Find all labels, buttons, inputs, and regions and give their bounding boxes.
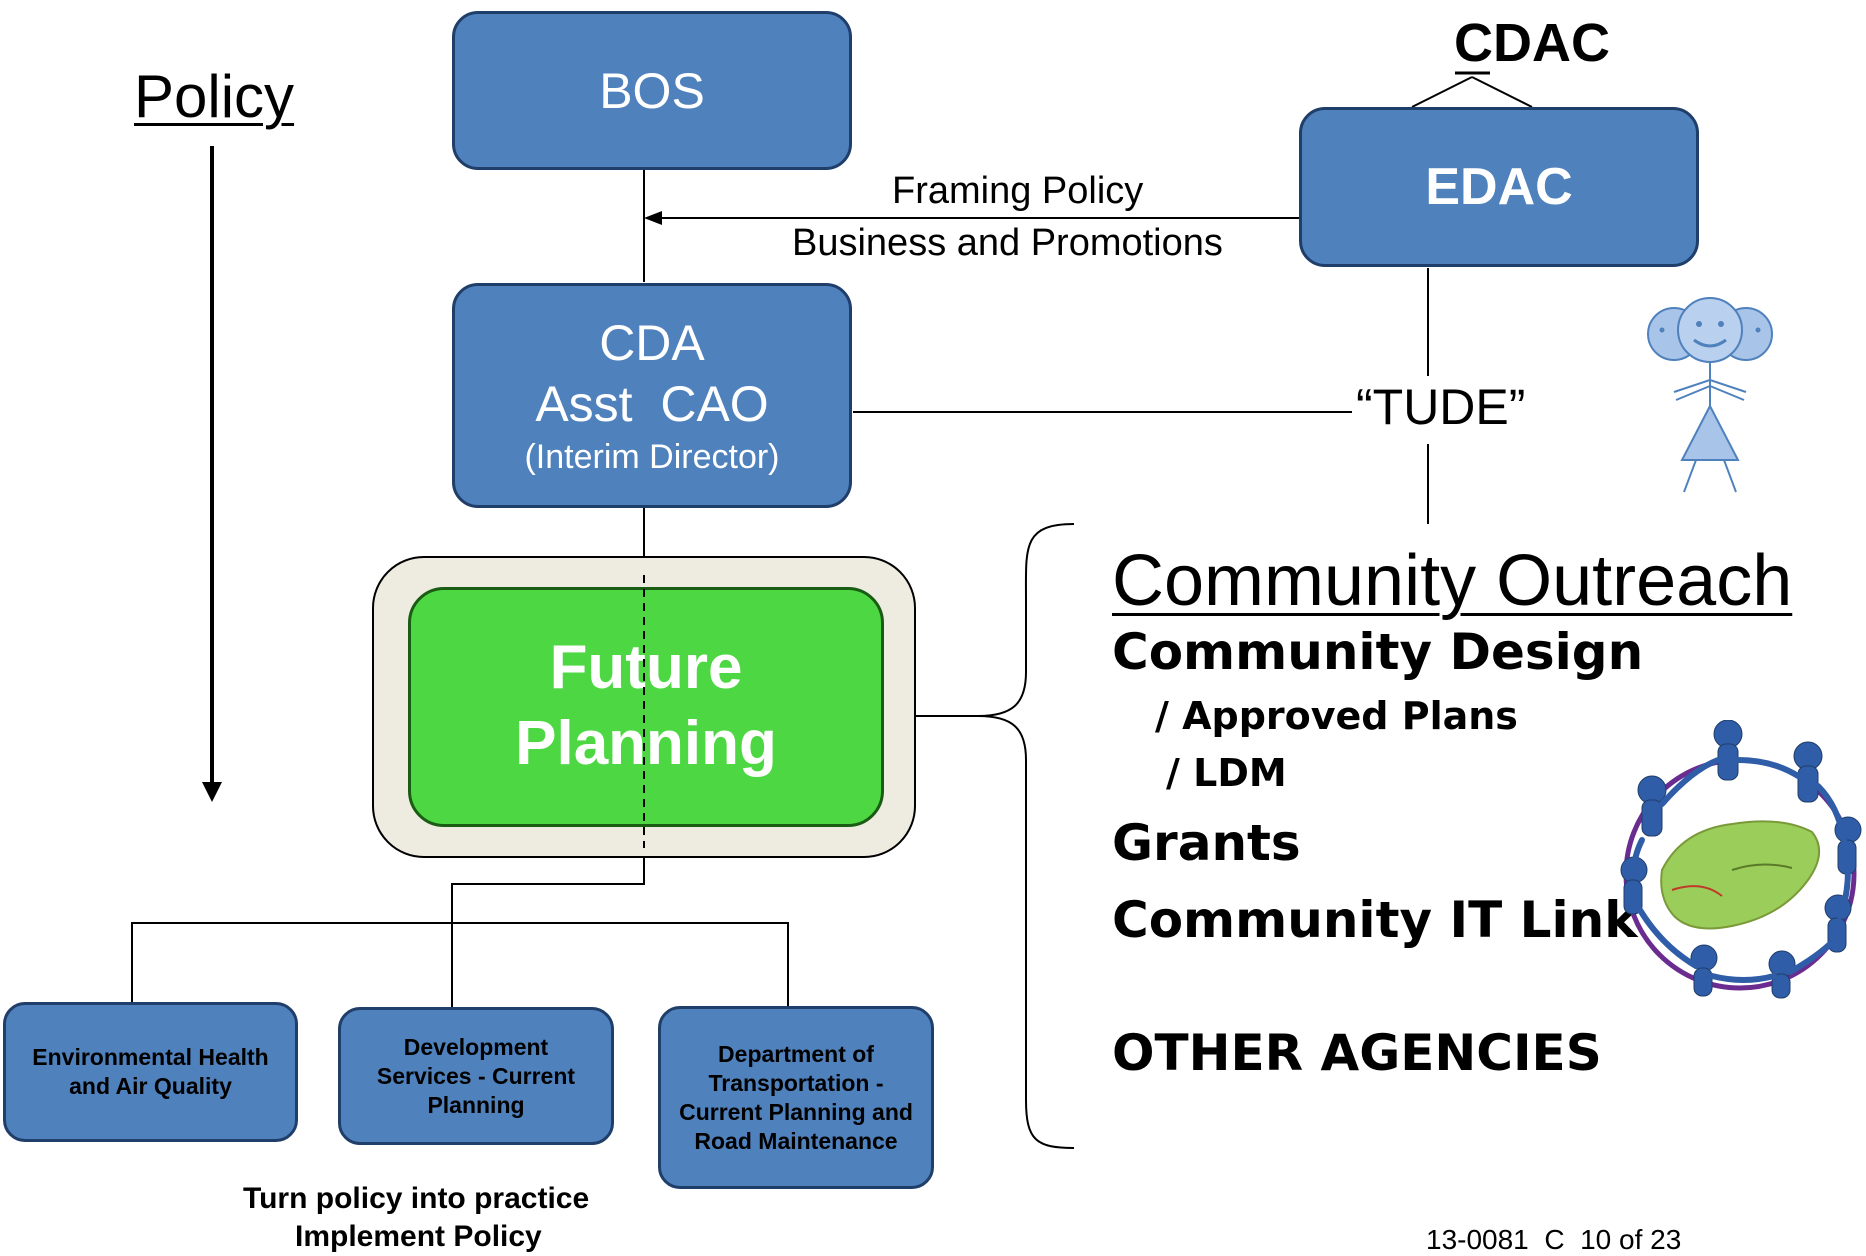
edac-tude-connector-top <box>1427 268 1429 376</box>
future-bottom-connector <box>452 883 645 885</box>
bos-label: BOS <box>599 62 705 119</box>
asst-cao-label: Asst CAO <box>535 375 769 432</box>
env-health-label: Environmental Health and Air Quality <box>32 1044 269 1099</box>
grants-label: Grants <box>1112 814 1301 872</box>
ldm-label: / LDM <box>1166 751 1287 795</box>
cda-label: CDA <box>599 314 705 371</box>
interim-director-label: (Interim Director) <box>524 437 780 476</box>
framing-policy-label: Framing Policy <box>892 170 1144 212</box>
approved-plans-label: / Approved Plans <box>1155 694 1518 738</box>
dev-services-label: Development Services - Current Planning <box>376 1033 576 1118</box>
footer-practice-label: Turn policy into practice <box>243 1182 590 1215</box>
policy-arrow-shaft <box>210 146 214 786</box>
dev-services-box[interactable]: Development Services - Current Planning <box>338 1007 614 1145</box>
page-reference: 13-0081 C 10 of 23 <box>1426 1224 1682 1255</box>
outreach-title: Community Outreach <box>1112 541 1793 621</box>
policy-arrow-head-icon <box>202 782 222 802</box>
edac-label: EDAC <box>1425 158 1573 216</box>
transportation-box[interactable]: Department of Transportation - Current P… <box>658 1006 934 1189</box>
env-health-drop <box>131 922 133 1002</box>
people-circle-map-icon <box>1620 720 1862 999</box>
community-design-label: Community Design <box>1112 623 1644 681</box>
smiley-stick-figure-icon <box>1647 297 1773 493</box>
planning-label: Planning <box>515 709 777 778</box>
framing-policy-arrow-head-icon <box>644 211 662 225</box>
footer-implement-label: Implement Policy <box>295 1220 542 1253</box>
edac-tude-connector-bottom <box>1427 444 1429 524</box>
dev-services-drop <box>451 883 453 1007</box>
edac-box[interactable]: EDAC <box>1299 107 1699 267</box>
bos-cda-connector <box>643 170 645 282</box>
department-bus <box>131 922 789 924</box>
other-agencies-label: OTHER AGENCIES <box>1112 1024 1602 1082</box>
transportation-drop <box>787 922 789 1006</box>
framing-policy-arrow-shaft <box>660 217 1300 219</box>
transportation-label: Department of Transportation - Current P… <box>679 1040 913 1154</box>
cda-tude-connector <box>853 411 1365 413</box>
future-planning-box[interactable]: Future Planning <box>408 587 884 827</box>
cdac-label: CDAC <box>1454 13 1610 73</box>
bos-box[interactable]: BOS <box>452 11 852 170</box>
future-label: Future <box>549 633 743 702</box>
env-health-box[interactable]: Environmental Health and Air Quality <box>3 1002 298 1142</box>
cda-box[interactable]: CDA Asst CAO (Interim Director) <box>452 283 852 508</box>
policy-label: Policy <box>134 63 295 130</box>
tude-label: “TUDE” <box>1352 378 1530 436</box>
it-link-label: Community IT Link <box>1112 891 1638 949</box>
business-promotions-label: Business and Promotions <box>792 222 1223 264</box>
